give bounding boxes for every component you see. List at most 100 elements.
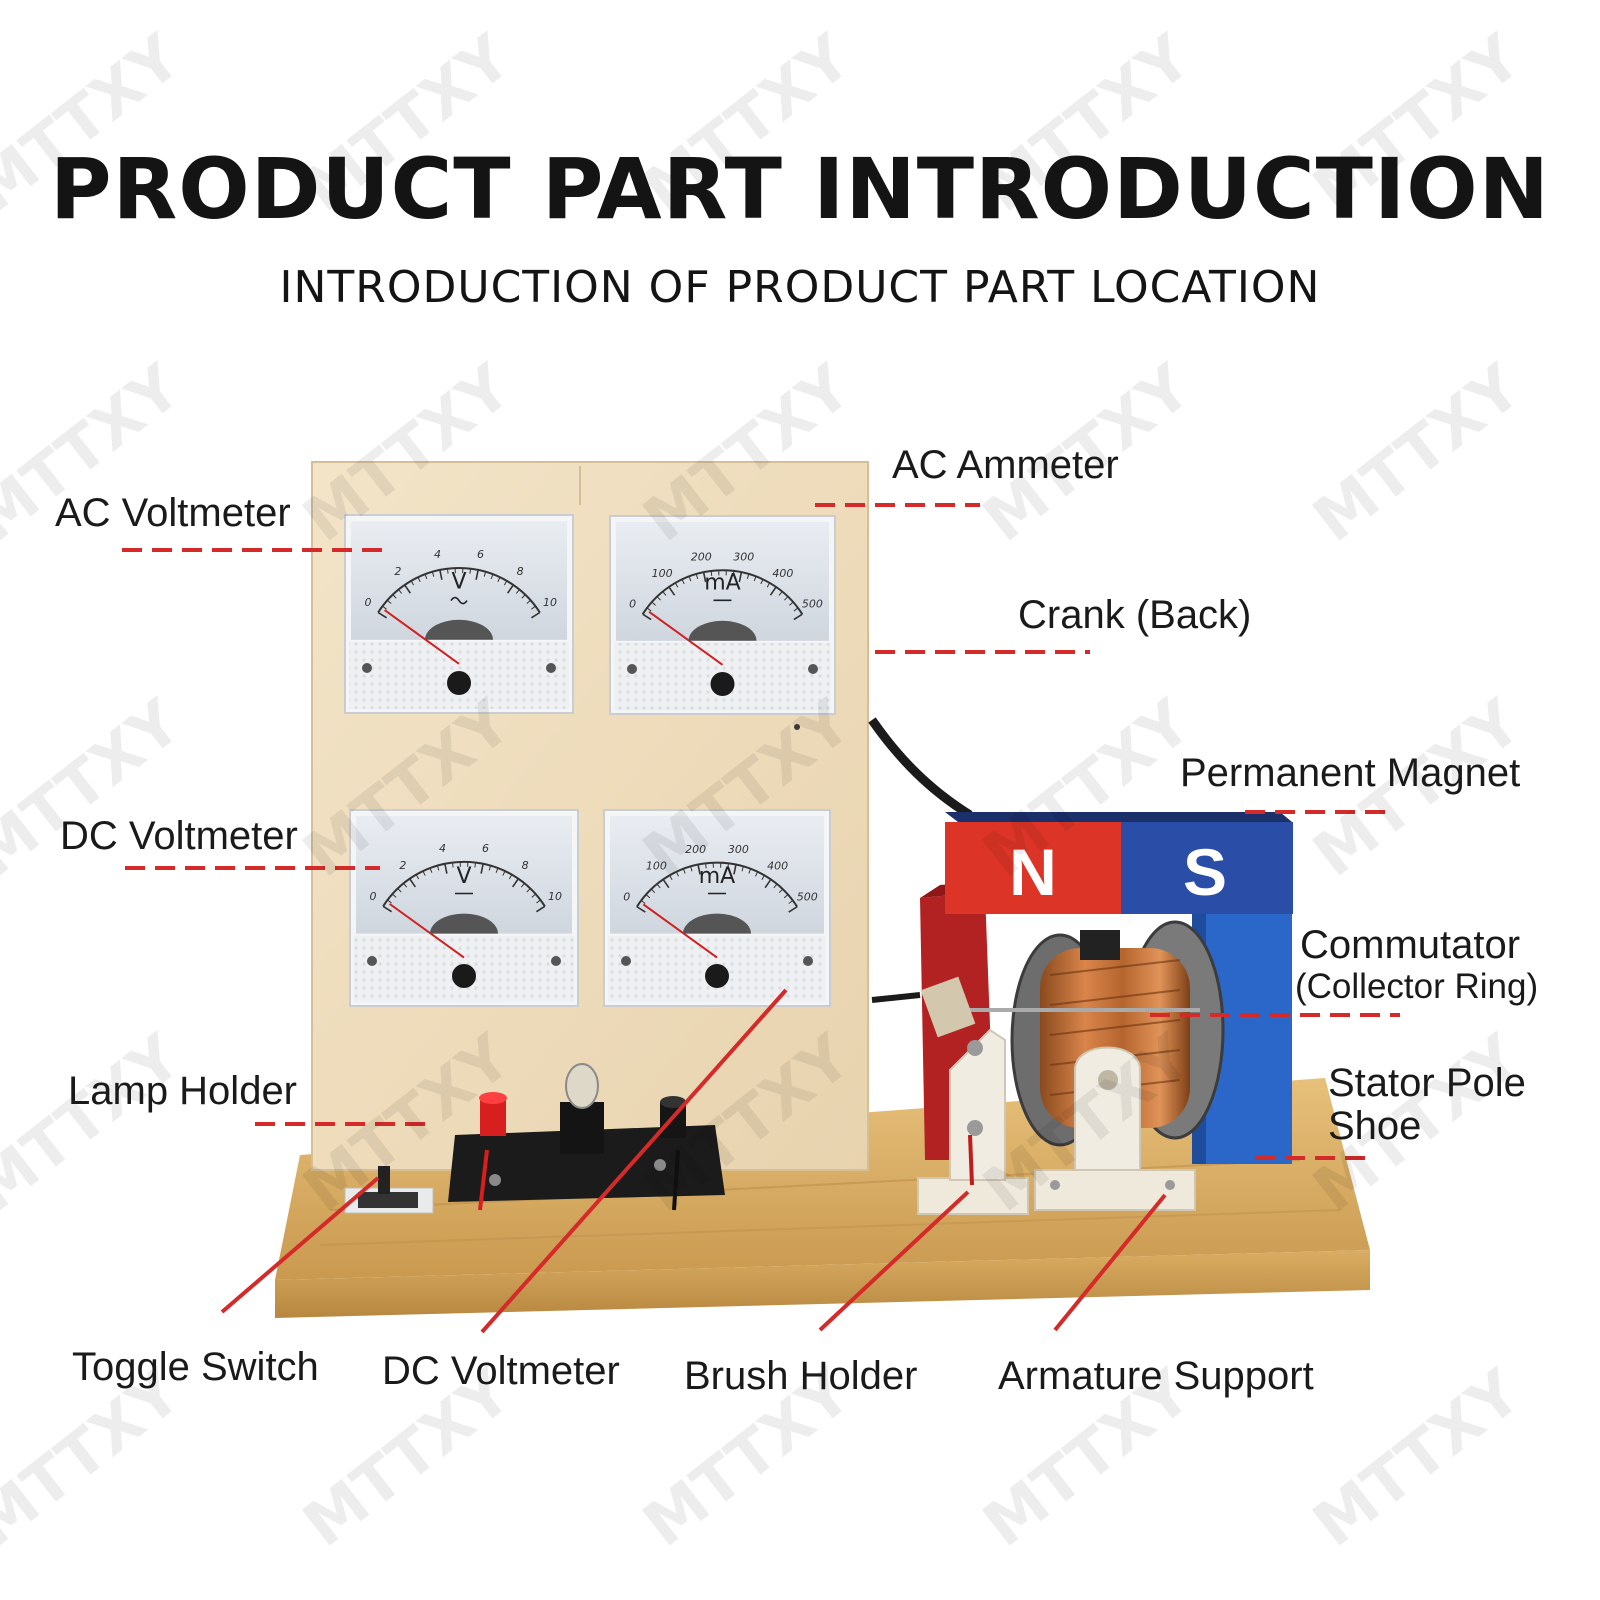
scale-tick: [778, 888, 784, 894]
scale-tick: [511, 878, 519, 888]
zero-adjust-screw: [452, 964, 476, 988]
scale-tick: [429, 867, 433, 873]
scale-tick: [382, 905, 393, 913]
scale-tick: [640, 900, 646, 904]
scale-tick: [397, 888, 402, 893]
scale-tick: [480, 863, 484, 874]
tick-label: 200: [691, 550, 712, 563]
mount-screw: [367, 956, 377, 966]
scale-tick: [436, 865, 440, 871]
tick-label: 500: [797, 890, 818, 903]
tick-label: 0: [629, 598, 636, 611]
label-dc-voltmeter-bottom: DC Voltmeter: [382, 1349, 620, 1393]
brush-holder: [917, 976, 1029, 1215]
mount-screw: [546, 663, 556, 673]
scale-tick: [444, 863, 448, 874]
crank-cable: [868, 717, 973, 819]
mount-screw: [551, 956, 561, 966]
scale-tick: [674, 582, 679, 588]
scale-tick: [746, 573, 750, 579]
watermark-text: MTTXY: [1300, 350, 1535, 556]
scale-tick: [483, 571, 487, 577]
scale-tick: [738, 572, 743, 583]
scale-tick: [697, 864, 701, 875]
leader-line: [480, 988, 788, 1334]
tick-label: 10: [548, 890, 562, 903]
scale-tick: [793, 607, 799, 612]
tick-label: 400: [772, 567, 793, 580]
scale-tick: [415, 874, 420, 880]
label-stator-shoe: Shoe: [1328, 1104, 1422, 1148]
scale-tick: [769, 586, 777, 596]
lamp-holder-block: [448, 1063, 725, 1211]
unit-label: V: [456, 864, 471, 889]
label-permanent-magnet: Permanent Magnet: [1180, 751, 1521, 795]
scale-tick: [688, 576, 692, 582]
unit-label: mA: [704, 571, 740, 596]
scale-tick: [668, 586, 676, 596]
tick-label: 400: [767, 860, 788, 873]
scale-tick: [656, 596, 661, 601]
unit-label: mA: [699, 864, 735, 889]
scale-tick: [764, 878, 772, 889]
scale-tick: [392, 594, 397, 599]
scale-tick: [475, 569, 479, 580]
scale-tick: [741, 866, 744, 872]
scale-tick: [733, 864, 737, 875]
permanent-magnet: N S: [945, 812, 1293, 1164]
scale-tick: [398, 589, 403, 594]
tick-label: 0: [370, 890, 377, 903]
label-dc-voltmeter-left: DC Voltmeter: [60, 814, 298, 858]
scale-tick: [377, 611, 388, 619]
scale-tick: [439, 569, 443, 580]
tick-label: 8: [522, 859, 529, 872]
scale-tick: [488, 865, 492, 871]
scale-tick: [705, 863, 707, 869]
scale-tick: [417, 577, 421, 582]
scale-tick: [536, 899, 541, 904]
scale-tick: [642, 613, 652, 621]
armature-support: [1034, 1046, 1196, 1211]
scale-arc: [377, 567, 541, 614]
scale-tick: [469, 568, 472, 574]
tick-label: 100: [652, 567, 673, 580]
scale-tick: [431, 571, 435, 577]
page-subtitle: INTRODUCTION OF PRODUCT PART LOCATION: [279, 262, 1321, 313]
scale-tick: [675, 871, 679, 877]
scale-tick: [636, 906, 646, 913]
leader-line: [220, 1176, 380, 1314]
scale-tick: [495, 867, 499, 873]
tick-label: 200: [685, 843, 706, 856]
scale-tick: [682, 868, 686, 874]
scale-tick: [753, 576, 757, 582]
mount-screw: [803, 956, 813, 966]
scale-tick: [778, 591, 783, 596]
meter-pivot-cover: [425, 619, 493, 640]
label-brush-holder: Brush Holder: [684, 1354, 918, 1398]
scale-tick: [526, 888, 531, 893]
tick-label: 6: [482, 842, 489, 855]
zero-adjust-screw: [710, 672, 735, 696]
scale-tick: [404, 584, 412, 594]
scale-tick: [506, 584, 514, 594]
scale-tick: [690, 866, 693, 872]
scale-tick: [424, 574, 428, 580]
leader-line: [1053, 1193, 1167, 1332]
scale-tick: [784, 596, 789, 601]
scale-tick: [748, 868, 752, 874]
armature-cable: [871, 992, 921, 1003]
scale-tick: [502, 870, 506, 876]
scale-tick: [788, 900, 794, 904]
tick-label: 2: [394, 565, 401, 578]
scale-tick: [490, 574, 494, 580]
scale-tick: [508, 874, 513, 880]
label-ac-ammeter: AC Ammeter: [892, 443, 1119, 487]
scale-tick: [656, 883, 661, 889]
scale-tick: [403, 883, 408, 888]
scale-tick: [451, 862, 454, 868]
scale-tick: [702, 572, 707, 583]
unit-label: V: [451, 570, 466, 595]
